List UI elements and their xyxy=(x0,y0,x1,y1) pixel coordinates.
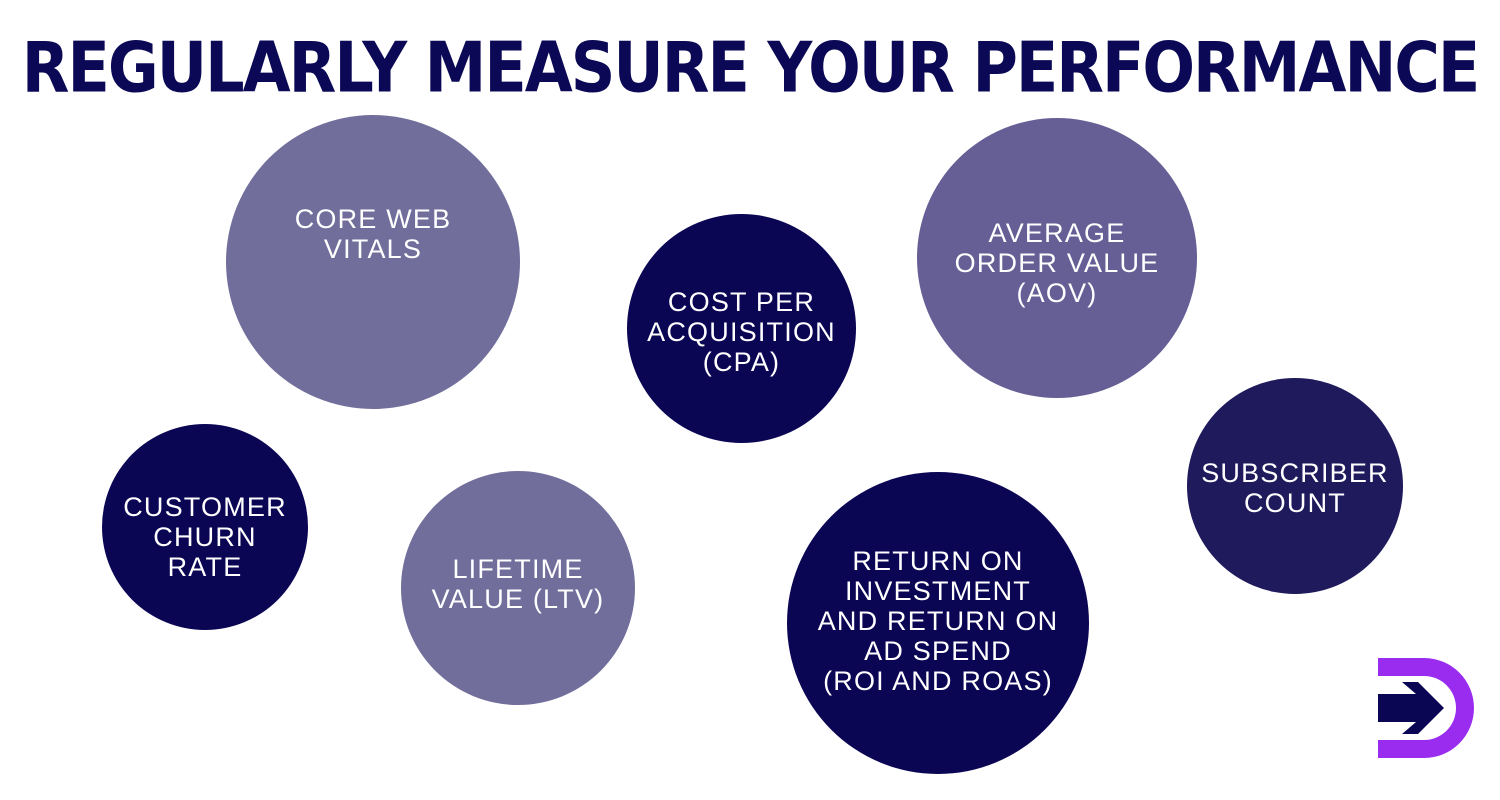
bubble-average-order-value-label: AVERAGE ORDER VALUE (AOV) xyxy=(954,218,1160,308)
bubble-customer-churn-rate: CUSTOMER CHURN RATE xyxy=(102,424,308,630)
bubble-average-order-value: AVERAGE ORDER VALUE (AOV) xyxy=(917,118,1197,398)
bubble-roi-roas: RETURN ON INVESTMENT AND RETURN ON AD SP… xyxy=(787,472,1089,774)
bubble-subscriber-count: SUBSCRIBER COUNT xyxy=(1187,378,1403,594)
bubble-customer-churn-rate-label: CUSTOMER CHURN RATE xyxy=(123,492,287,582)
bubble-cost-per-acquisition: COST PER ACQUISITION (CPA) xyxy=(627,214,856,443)
bubble-lifetime-value: LIFETIME VALUE (LTV) xyxy=(401,471,635,705)
bubble-lifetime-value-label: LIFETIME VALUE (LTV) xyxy=(431,554,605,614)
bubble-roi-roas-label: RETURN ON INVESTMENT AND RETURN ON AD SP… xyxy=(817,546,1059,696)
bubble-core-web-vitals-label: CORE WEB VITALS xyxy=(294,204,452,264)
bubble-cost-per-acquisition-label: COST PER ACQUISITION (CPA) xyxy=(647,286,836,377)
page-title: REGULARLY MEASURE YOUR PERFORMANCE xyxy=(21,26,1480,109)
arrow-d-logo-icon xyxy=(1378,658,1474,758)
bubble-subscriber-count-label: SUBSCRIBER COUNT xyxy=(1201,458,1389,518)
bubble-core-web-vitals: CORE WEB VITALS xyxy=(226,115,520,409)
